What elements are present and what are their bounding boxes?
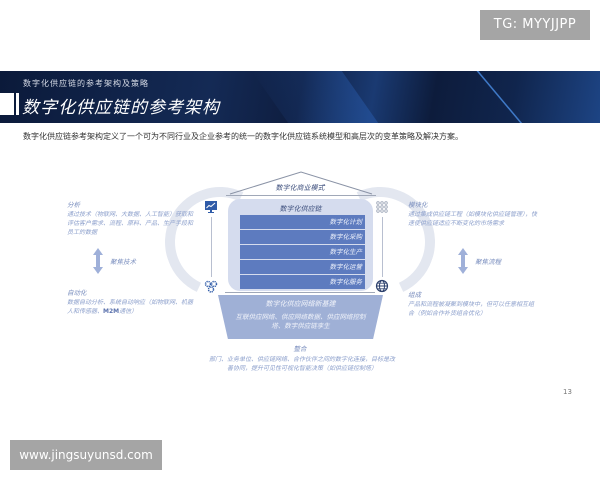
- banner-marker: [0, 93, 14, 115]
- chain-row-procure: 数字化采购: [240, 230, 365, 244]
- chain-row-plan: 数字化计划: [240, 215, 365, 229]
- automation-text-part1: 数据自动分析、系统自动响应（如物联网、机器人和传感器、: [67, 299, 194, 315]
- automation-text-m2m: M2M: [103, 308, 120, 315]
- banner-decoration-line: [474, 71, 528, 123]
- roof-base-line: [226, 195, 376, 196]
- chain-row-service: 数字化服务: [240, 275, 365, 289]
- page-number: 13: [563, 388, 572, 396]
- monitor-chart-icon: [205, 201, 217, 213]
- analysis-label: 分析: [67, 201, 80, 209]
- banner-decoration: [251, 71, 379, 123]
- globe-icon: [375, 279, 389, 293]
- automation-label: 自动化: [67, 289, 87, 297]
- modular-text: 通过集成供应链工程（如模块化供应链管理），快速使供应链适应不断变化的市场需求: [408, 211, 538, 227]
- chain-row-operate: 数字化运营: [240, 260, 365, 274]
- foundation-title: 数字化供应网络新基建: [265, 300, 336, 308]
- integrate-label: 整合: [293, 345, 307, 353]
- chain-row-produce: 数字化生产: [240, 245, 365, 259]
- banner-subtitle: 数字化供应链的参考架构及策略: [23, 79, 149, 88]
- compose-text: 产品和流程被凝聚到模块中，但可以任意相互组合（例如合作补货组合优化）: [408, 301, 535, 317]
- watermark-url: www.jingsuyunsd.com: [10, 440, 162, 470]
- foundation-panel: [218, 295, 383, 339]
- focus-process-label: 聚焦流程: [475, 258, 501, 266]
- banner-marker-bar: [16, 93, 19, 115]
- architecture-diagram: 分析 通过技术（物联网、大数据、人工智能）获取和评估客户需求、流程、原料、产品、…: [0, 165, 600, 385]
- watermark-tg: TG: MYYJJPP: [480, 10, 590, 40]
- up-down-arrow-icon: [458, 248, 468, 274]
- integrate-text: 部门、业务单位、供应链网络、合作伙伴之间的数字化连接，目标是改善协同，提升可见性…: [208, 356, 395, 372]
- foundation-text: 互联供应网络、供应网络数据、供应网络控制塔、数字供应链孪生: [235, 313, 366, 330]
- automation-text-part2: 通信）: [119, 308, 138, 315]
- supply-chain-title: 数字化供应链: [279, 205, 322, 213]
- right-connector-line: [382, 217, 383, 277]
- focus-tech-label: 聚焦技术: [110, 258, 136, 266]
- grid-dots-icon: [376, 201, 388, 213]
- header-banner: 数字化供应链的参考架构及策略 数字化供应链的参考架构: [0, 71, 600, 123]
- business-model-label: 数字化商业模式: [275, 184, 325, 192]
- roof-outline: [229, 171, 373, 195]
- left-connector-line: [211, 217, 212, 277]
- automation-text: 数据自动分析、系统自动响应（如物联网、机器人和传感器、M2M通信）: [67, 298, 197, 316]
- page-title: 数字化供应链的参考架构: [22, 98, 220, 118]
- intro-text: 数字化供应链参考架构定义了一个可为不同行业及企业参考的统一的数字化供应链系统模型…: [23, 132, 463, 141]
- foundation-top-line: [225, 292, 375, 293]
- gears-icon: [204, 280, 218, 293]
- modular-label: 模块化: [408, 201, 428, 209]
- up-down-arrow-icon: [93, 248, 103, 274]
- compose-label: 组成: [408, 291, 421, 299]
- analysis-text: 通过技术（物联网、大数据、人工智能）获取和评估客户需求、流程、原料、产品、生产手…: [67, 211, 194, 236]
